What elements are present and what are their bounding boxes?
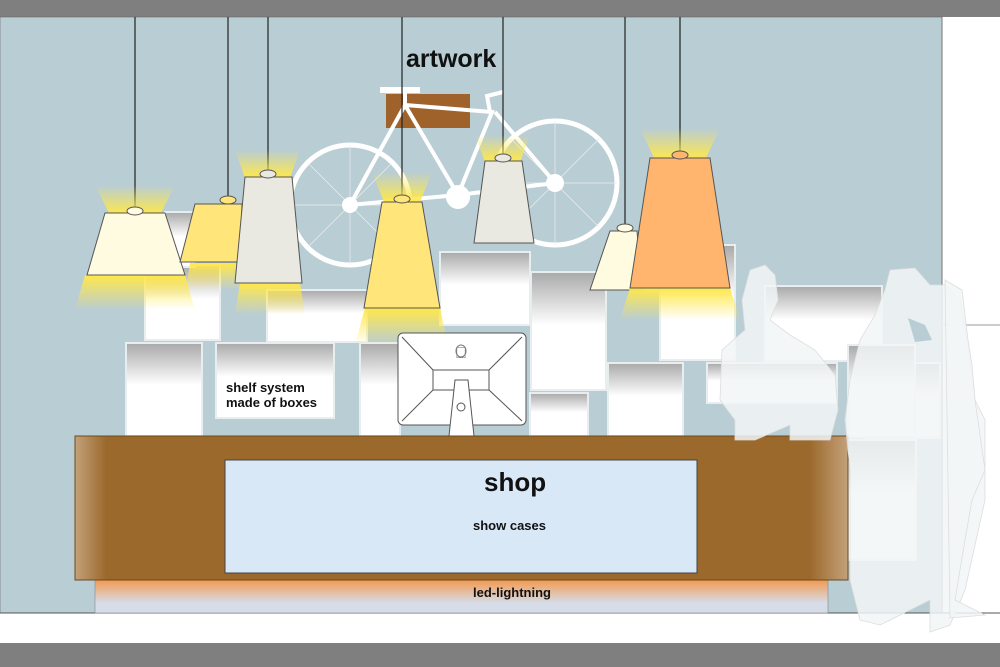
people-silhouettes (719, 264, 987, 633)
logo-shape-icon (455, 344, 467, 358)
shelf-box (530, 271, 607, 391)
led-lightning-label: led-lightning (473, 585, 551, 600)
pendant-lamp (234, 150, 305, 315)
bottom-frame-bar (0, 643, 1000, 667)
shelf-box (359, 342, 401, 437)
shelf-box (529, 392, 589, 437)
pendant-lamp (620, 128, 740, 320)
shelf-box (125, 342, 203, 437)
shelf-box (607, 362, 684, 437)
person-silhouette (719, 264, 839, 441)
shelf-label-line-1: shelf system (226, 380, 305, 395)
pendant-lamps (75, 128, 740, 345)
top-frame-bar (0, 0, 1000, 17)
showcase (224, 459, 698, 574)
pendant-lamp (179, 195, 243, 290)
shelf-system-label: shelf system made of boxes (226, 380, 317, 410)
led-strip (94, 579, 829, 614)
person-silhouette (944, 279, 987, 619)
pendant-lamp (473, 135, 535, 244)
shop-label: shop (484, 467, 547, 497)
apple-logo-icon:  (455, 345, 467, 362)
shelf-box (439, 251, 531, 326)
computer-monitor:  (397, 332, 527, 437)
artwork-label: artwork (406, 45, 497, 73)
show-cases-label: show cases (473, 518, 546, 533)
shelf-label-line-2: made of boxes (226, 395, 318, 410)
pendant-lamp (75, 185, 195, 310)
shelf-box (215, 342, 335, 419)
